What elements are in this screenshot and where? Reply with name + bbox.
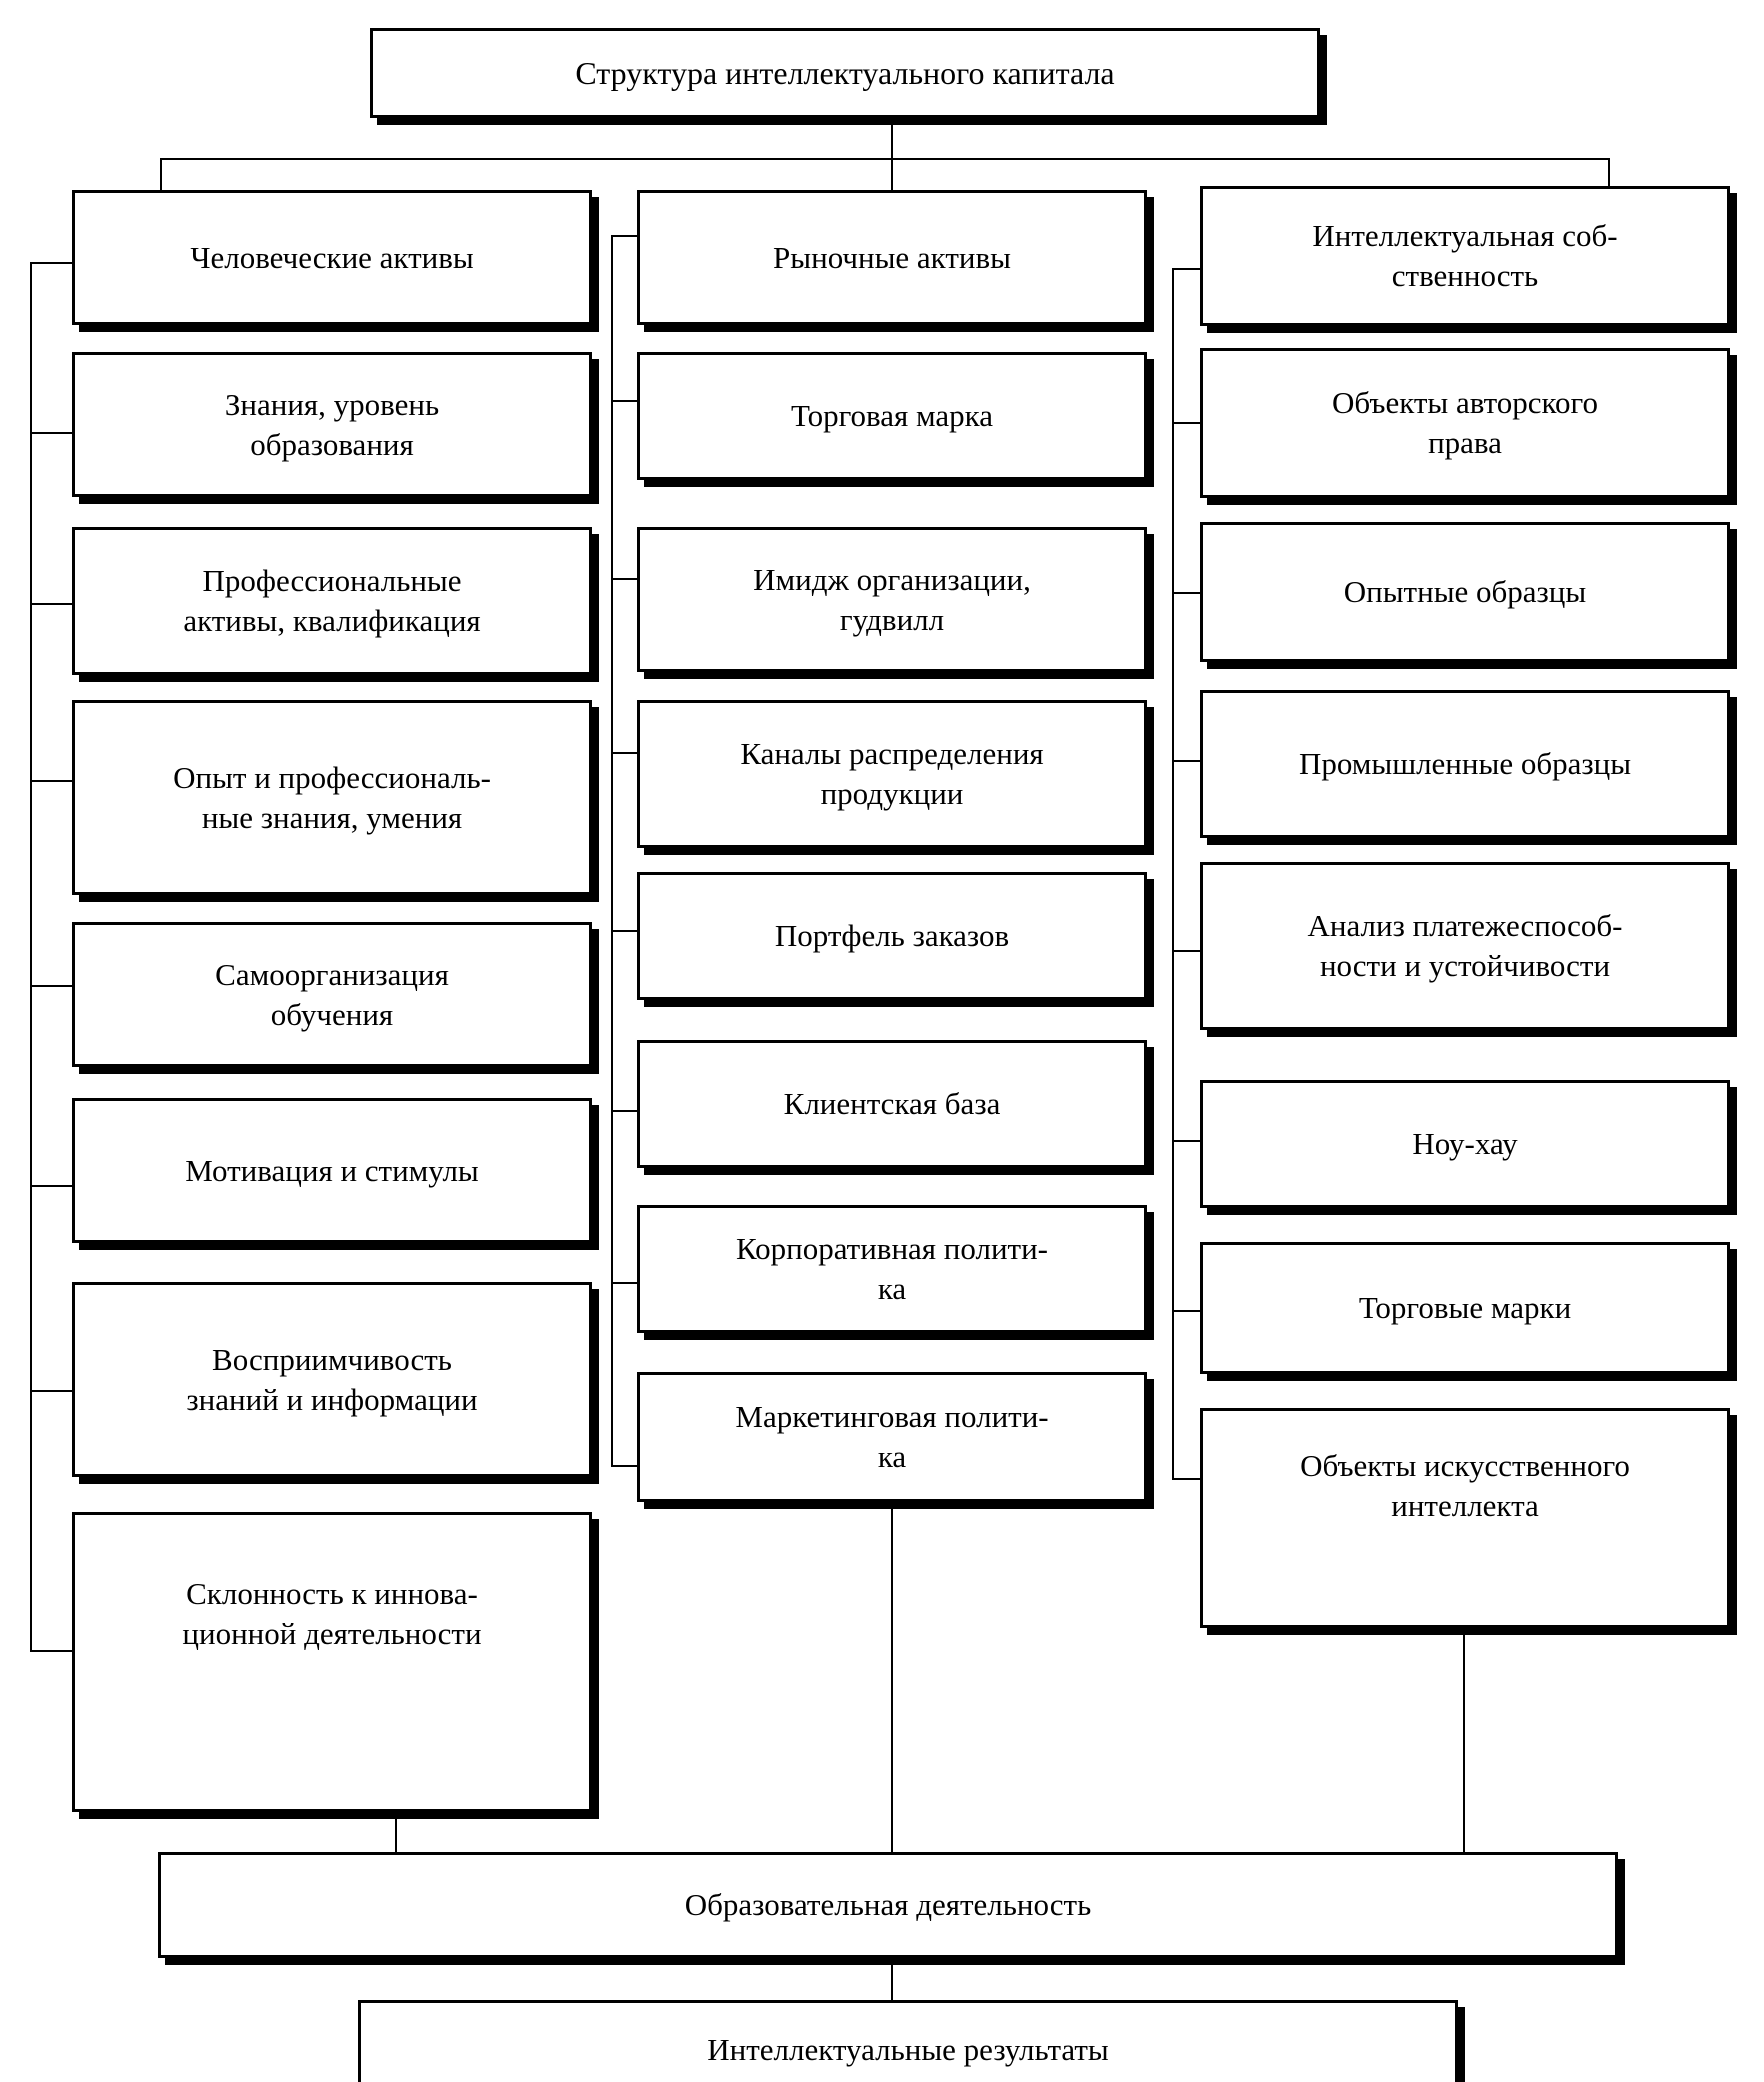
property-item-4: Ноу-хау xyxy=(1200,1080,1730,1208)
human-bracket-tick-2 xyxy=(30,603,74,605)
market-item-6: Маркетинговая полити- ка xyxy=(637,1372,1147,1502)
education-to-results-connector xyxy=(891,1958,893,2004)
property-item-6: Объекты искусственного интеллекта xyxy=(1200,1408,1730,1628)
market-bracket-tick-6 xyxy=(611,1282,639,1284)
property-item-0: Объекты авторского права xyxy=(1200,348,1730,498)
property-bracket-tick-4 xyxy=(1172,950,1202,952)
footer-box-education: Образовательная деятельность xyxy=(158,1852,1618,1958)
human-item-5: Восприимчивость знаний и информации xyxy=(72,1282,592,1477)
root-to-property-connector xyxy=(1608,158,1610,196)
market-item-0: Торговая марка xyxy=(637,352,1147,480)
branch-header-market-assets: Рыночные активы xyxy=(637,190,1147,325)
root-to-market-connector xyxy=(891,158,893,196)
property-bracket-tick-1 xyxy=(1172,422,1202,424)
human-item-2: Опыт и профессиональ- ные знания, умения xyxy=(72,700,592,895)
root-bus-connector xyxy=(160,158,1610,160)
branch-header-intellectual-property: Интеллектуальная соб- ственность xyxy=(1200,186,1730,326)
market-bracket-tick-5 xyxy=(611,1110,639,1112)
root-to-human-connector xyxy=(160,158,162,196)
human-bracket-tick-7 xyxy=(30,1650,74,1652)
human-bracket-tick-0 xyxy=(30,262,74,264)
market-to-education-connector xyxy=(891,1502,893,1854)
market-bracket-tick-1 xyxy=(611,400,639,402)
market-bracket-spine xyxy=(611,235,613,1467)
human-to-education-connector xyxy=(395,1812,397,1854)
human-bracket-tick-1 xyxy=(30,432,74,434)
property-item-1: Опытные образцы xyxy=(1200,522,1730,662)
property-item-2: Промышленные образцы xyxy=(1200,690,1730,838)
market-item-2: Каналы распределения продукции xyxy=(637,700,1147,848)
property-bracket-tick-5 xyxy=(1172,1140,1202,1142)
branch-header-human-assets: Человеческие активы xyxy=(72,190,592,325)
human-item-3: Самоорганизация обучения xyxy=(72,922,592,1067)
market-item-5: Корпоративная полити- ка xyxy=(637,1205,1147,1333)
market-bracket-tick-7 xyxy=(611,1465,639,1467)
market-bracket-tick-0 xyxy=(611,235,639,237)
property-bracket-tick-2 xyxy=(1172,592,1202,594)
root-stem-connector xyxy=(891,118,893,160)
root-title-box: Структура интеллектуального капитала xyxy=(370,28,1320,118)
human-bracket-tick-5 xyxy=(30,1185,74,1187)
page-title: Структура интеллектуального капитала xyxy=(575,54,1115,91)
property-to-education-connector xyxy=(1463,1628,1465,1854)
human-item-1: Профессиональные активы, квалификация xyxy=(72,527,592,675)
human-item-6: Склонность к иннова- ционной деятельност… xyxy=(72,1512,592,1812)
footer-box-results: Интеллектуальные результаты xyxy=(358,2000,1458,2082)
property-item-5: Торговые марки xyxy=(1200,1242,1730,1374)
human-item-0: Знания, уровень образования xyxy=(72,352,592,497)
property-item-3: Анализ платежеспособ- ности и устойчивос… xyxy=(1200,862,1730,1030)
human-item-4: Мотивация и стимулы xyxy=(72,1098,592,1243)
market-bracket-tick-4 xyxy=(611,930,639,932)
market-item-4: Клиентская база xyxy=(637,1040,1147,1168)
human-bracket-tick-4 xyxy=(30,985,74,987)
market-bracket-tick-2 xyxy=(611,578,639,580)
property-bracket-tick-3 xyxy=(1172,760,1202,762)
property-bracket-tick-6 xyxy=(1172,1310,1202,1312)
property-bracket-tick-7 xyxy=(1172,1478,1202,1480)
property-bracket-spine xyxy=(1172,268,1174,1478)
human-bracket-tick-3 xyxy=(30,780,74,782)
market-item-1: Имидж организации, гудвилл xyxy=(637,527,1147,672)
human-bracket-spine xyxy=(30,262,32,1652)
property-bracket-tick-0 xyxy=(1172,268,1202,270)
human-bracket-tick-6 xyxy=(30,1390,74,1392)
market-item-3: Портфель заказов xyxy=(637,872,1147,1000)
market-bracket-tick-3 xyxy=(611,752,639,754)
